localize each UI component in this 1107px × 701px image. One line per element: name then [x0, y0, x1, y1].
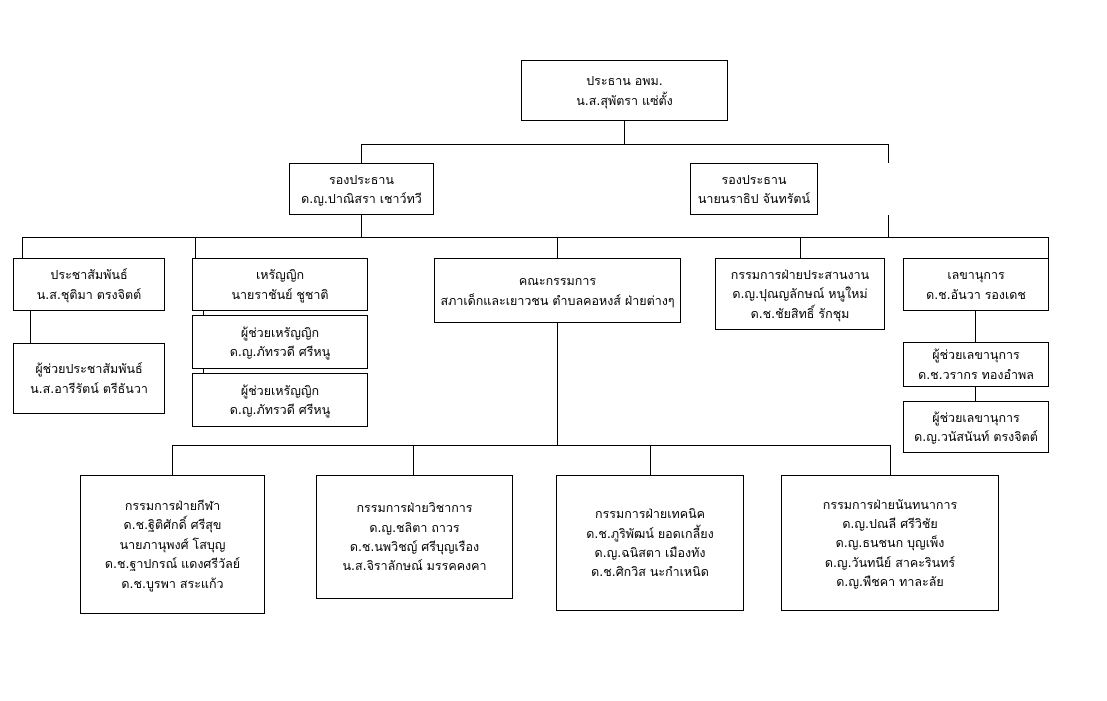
node-recreation-committee-line-4: ด.ญ.พืชคา ทาละลัย	[836, 574, 944, 590]
node-assistant-treasurer-1-line-1: ด.ญ.ภัทรวดี ศรีหนู	[229, 344, 331, 359]
connector-treasurer-to-assistant1	[203, 311, 204, 315]
node-committee[interactable]: คณะกรรมการ สภาเด็กและเยาวชน ตำบลคอหงส์ ฝ…	[434, 258, 681, 323]
connector-pr-to-assistant	[30, 311, 31, 343]
node-president-line-1: น.ส.สุพัตรา แซ่ตั้ง	[576, 92, 673, 108]
node-sports-committee-line-1: ด.ช.ฐิติศักดิ์ ศรีสุข	[123, 517, 222, 533]
node-committee-line-1: สภาเด็กและเยาวชน ตำบลคอหงส์ ฝ่ายต่างๆ	[440, 292, 675, 308]
node-president-line-0: ประธาน อพม.	[586, 73, 663, 89]
connector-president-bus	[361, 144, 888, 145]
node-vice-president-1[interactable]: รองประธาน ด.ญ.ปาณิสรา เชาว์ทวี	[289, 163, 434, 215]
node-committee-line-0: คณะกรรมการ	[518, 273, 597, 289]
node-recreation-committee-line-2: ด.ญ.ธนชนก บุญเพ็ง	[835, 535, 945, 551]
connector-bus-to-sports	[172, 445, 173, 475]
node-academic-committee-line-2: ด.ช.นพวิชญ์ ศรีบุญเรือง	[349, 539, 480, 554]
node-sports-committee-line-2: นายภานุพงศ์ โสบุญ	[119, 536, 226, 552]
node-vice-president-1-line-0: รองประธาน	[329, 171, 394, 187]
connector-bus-to-public-relations	[22, 237, 23, 258]
node-assistant-treasurer-2-line-1: ด.ญ.ภัทรวดี ศรีหนู	[229, 402, 331, 417]
node-recreation-committee-line-0: กรรมการฝ่ายนันทนาการ	[822, 496, 958, 512]
connector-bottom-bus	[172, 445, 890, 446]
node-sports-committee-line-4: ด.ช.บูรพา สระแก้ว	[121, 575, 224, 591]
node-treasurer-line-0: เหรัญญิก	[255, 267, 305, 283]
node-technical-committee-line-3: ด.ช.ศิกวิส นะกำเหนิด	[591, 564, 709, 580]
node-public-relations-line-0: ประชาสัมพันธ์	[50, 267, 128, 283]
node-coordination-committee-line-2: ด.ช.ชัยสิทธิ์ รักชุม	[750, 305, 850, 321]
node-vice-president-2-line-0: รองประธาน	[721, 171, 787, 187]
node-treasurer-line-1: นายราชันย์ ชูชาติ	[231, 286, 329, 302]
node-technical-committee-line-1: ด.ช.ภูริพัฒน์ ยอดเกลี้ยง	[586, 525, 714, 541]
node-vice-president-2[interactable]: รองประธาน นายนราธิป จันทรัตน์	[690, 163, 818, 215]
connector-assistant-treasurer1-to-2	[203, 369, 204, 373]
node-assistant-secretary-2-line-0: ผู้ช่วยเลขานุการ	[932, 409, 1020, 425]
node-technical-committee-line-0: กรรมการฝ่ายเทคนิค	[595, 506, 705, 522]
node-assistant-secretary-1-line-1: ด.ช.วรากร ทองอำพล	[918, 366, 1034, 382]
node-assistant-treasurer-1[interactable]: ผู้ช่วยเหรัญญิก ด.ญ.ภัทรวดี ศรีหนู	[192, 315, 368, 369]
node-academic-committee-line-3: น.ส.จิราลักษณ์ มรรคคงคา	[342, 558, 487, 574]
node-assistant-secretary-2-line-1: ด.ญ.วนัสนันท์ ตรงจิตต์	[914, 429, 1038, 444]
node-public-relations[interactable]: ประชาสัมพันธ์ น.ส.ชุติมา ตรงจิตต์	[13, 258, 165, 311]
node-assistant-public-relations-line-0: ผู้ช่วยประชาสัมพันธ์	[35, 361, 143, 377]
connector-level3-bus	[22, 237, 1048, 238]
node-treasurer[interactable]: เหรัญญิก นายราชันย์ ชูชาติ	[192, 258, 368, 311]
connector-vp1-to-bus	[361, 215, 362, 237]
connector-vp2-down	[888, 144, 889, 163]
node-assistant-public-relations[interactable]: ผู้ช่วยประชาสัมพันธ์ น.ส.อารีรัตน์ ตรีธั…	[13, 343, 165, 414]
node-recreation-committee-line-1: ด.ญ.ปณลี ศรีวิชัย	[842, 515, 938, 531]
node-coordination-committee[interactable]: กรรมการฝ่ายประสานงาน ด.ญ.ปุณญลักษณ์ หนูใ…	[715, 258, 885, 330]
node-secretary[interactable]: เลขานุการ ด.ช.อันวา รองเดช	[903, 258, 1049, 311]
connector-bus-to-recreation	[890, 445, 891, 475]
node-technical-committee-line-2: ด.ญ.ฉนิสตา เมืองทัง	[594, 545, 706, 560]
connector-bus-to-committee	[557, 237, 558, 258]
connector-bus-to-secretary	[1048, 237, 1049, 258]
node-vice-president-1-line-1: ด.ญ.ปาณิสรา เชาว์ทวี	[301, 191, 422, 206]
node-secretary-line-0: เลขานุการ	[947, 267, 1005, 283]
node-academic-committee[interactable]: กรรมการฝ่ายวิชาการ ด.ญ.ชลิตา ถาวร ด.ช.นพ…	[316, 475, 513, 599]
connector-committee-down	[557, 323, 558, 445]
connector-bus-to-coordination	[800, 237, 801, 258]
node-president[interactable]: ประธาน อพม. น.ส.สุพัตรา แซ่ตั้ง	[521, 60, 728, 121]
node-assistant-secretary-2[interactable]: ผู้ช่วยเลขานุการ ด.ญ.วนัสนันท์ ตรงจิตต์	[903, 401, 1049, 453]
connector-assistant-secretary1-to-2	[975, 387, 976, 401]
node-technical-committee[interactable]: กรรมการฝ่ายเทคนิค ด.ช.ภูริพัฒน์ ยอดเกลี้…	[556, 475, 744, 611]
connector-bus-to-treasurer	[195, 237, 196, 258]
node-academic-committee-line-0: กรรมการฝ่ายวิชาการ	[356, 500, 473, 516]
connector-secretary-to-assistant1	[975, 311, 976, 342]
node-assistant-treasurer-1-line-0: ผู้ช่วยเหรัญญิก	[240, 324, 320, 340]
node-recreation-committee[interactable]: กรรมการฝ่ายนันทนาการ ด.ญ.ปณลี ศรีวิชัย ด…	[781, 475, 999, 611]
node-assistant-secretary-1[interactable]: ผู้ช่วยเลขานุการ ด.ช.วรากร ทองอำพล	[903, 342, 1049, 387]
connector-president-down	[624, 121, 625, 144]
node-coordination-committee-line-0: กรรมการฝ่ายประสานงาน	[730, 266, 870, 282]
node-coordination-committee-line-1: ด.ญ.ปุณญลักษณ์ หนูใหม่	[732, 286, 868, 302]
connector-bus-to-technical	[650, 445, 651, 475]
node-assistant-treasurer-2[interactable]: ผู้ช่วยเหรัญญิก ด.ญ.ภัทรวดี ศรีหนู	[192, 373, 368, 427]
node-assistant-secretary-1-line-0: ผู้ช่วยเลขานุการ	[932, 347, 1020, 363]
connector-vp1-down	[361, 144, 362, 163]
connector-vp2-to-bus	[888, 215, 889, 237]
node-sports-committee-line-3: ด.ช.ฐาปกรณ์ แดงศรีวัลย์	[104, 556, 241, 572]
node-academic-committee-line-1: ด.ญ.ชลิตา ถาวร	[369, 519, 460, 535]
node-assistant-treasurer-2-line-0: ผู้ช่วยเหรัญญิก	[240, 382, 320, 398]
node-recreation-committee-line-3: ด.ญ.วันทนีย์ สาคะรินทร์	[824, 554, 956, 570]
node-assistant-public-relations-line-1: น.ส.อารีรัตน์ ตรีธันวา	[30, 380, 148, 396]
node-sports-committee-line-0: กรรมการฝ่ายกีฬา	[124, 498, 221, 514]
node-secretary-line-1: ด.ช.อันวา รองเดช	[926, 286, 1026, 302]
node-public-relations-line-1: น.ส.ชุติมา ตรงจิตต์	[36, 286, 142, 302]
node-sports-committee[interactable]: กรรมการฝ่ายกีฬา ด.ช.ฐิติศักดิ์ ศรีสุข นา…	[80, 475, 265, 614]
node-vice-president-2-line-1: นายนราธิป จันทรัตน์	[697, 191, 811, 206]
connector-bus-to-academic	[413, 445, 414, 475]
